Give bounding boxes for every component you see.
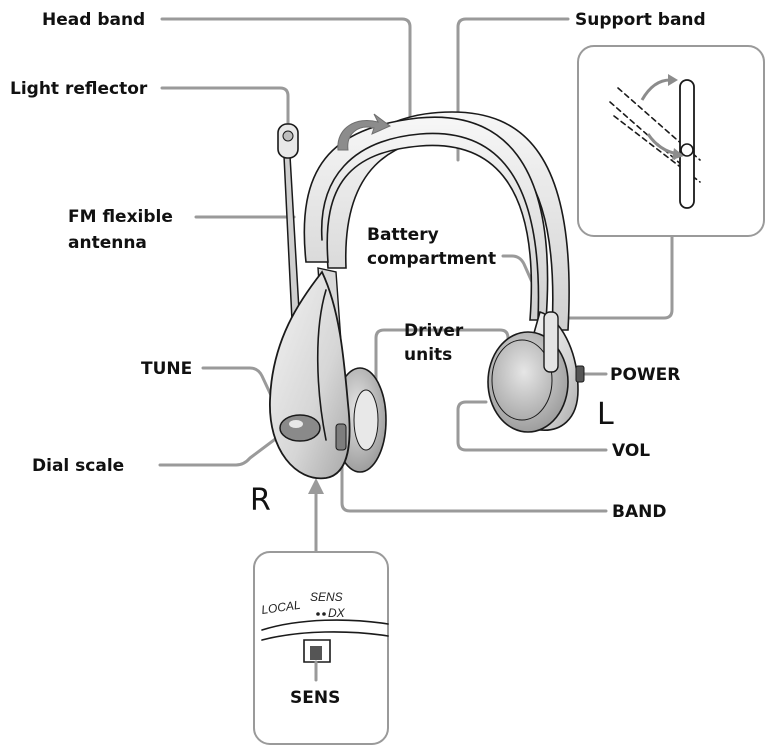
side-label-left: L [597, 397, 614, 432]
label-sens: SENS [290, 688, 340, 708]
headphone-illustration [269, 111, 585, 480]
label-fm-antenna-1: FM flexible [68, 207, 173, 227]
dial-scale-window [279, 414, 321, 442]
leader-battery [501, 254, 550, 320]
label-dial-scale: Dial scale [32, 456, 124, 476]
support-band-inset [577, 45, 765, 237]
label-battery-1: Battery [367, 225, 439, 245]
sens-inset-dx: DX [328, 606, 346, 620]
leader-vol [456, 400, 608, 452]
side-label-right: R [250, 483, 271, 518]
label-band: BAND [612, 502, 666, 522]
rotate-arrow-icon [337, 113, 391, 151]
leader-dial-scale [158, 426, 292, 467]
leader-support-band [456, 17, 570, 162]
label-fm-antenna-2: antenna [68, 233, 147, 253]
sens-inset: LOCAL SENS DX [253, 551, 389, 745]
labels: Head band Support band Light reflector F… [10, 10, 706, 708]
leader-tune [201, 366, 278, 408]
label-light-reflector: Light reflector [10, 79, 148, 99]
leader-driver-left [374, 328, 470, 402]
sens-arrow [308, 478, 324, 494]
battery-compartment-shape [543, 311, 559, 373]
label-head-band: Head band [42, 10, 145, 30]
leader-band [340, 438, 608, 513]
power-switch-shape [575, 365, 585, 383]
label-driver-1: Driver [404, 321, 464, 341]
label-power: POWER [610, 365, 680, 385]
leader-lines [158, 17, 674, 554]
leader-inset-top [552, 230, 674, 320]
label-driver-2: units [404, 345, 452, 365]
label-battery-2: compartment [367, 249, 496, 269]
sens-inset-sens: SENS [310, 590, 343, 604]
leader-light-reflector [160, 86, 290, 128]
sens-inset-local: LOCAL [260, 598, 301, 617]
tune-knob-shape [335, 423, 347, 451]
leader-head-band [160, 17, 412, 132]
label-support-band: Support band [575, 10, 706, 30]
label-tune: TUNE [141, 359, 192, 379]
label-vol: VOL [612, 441, 650, 461]
